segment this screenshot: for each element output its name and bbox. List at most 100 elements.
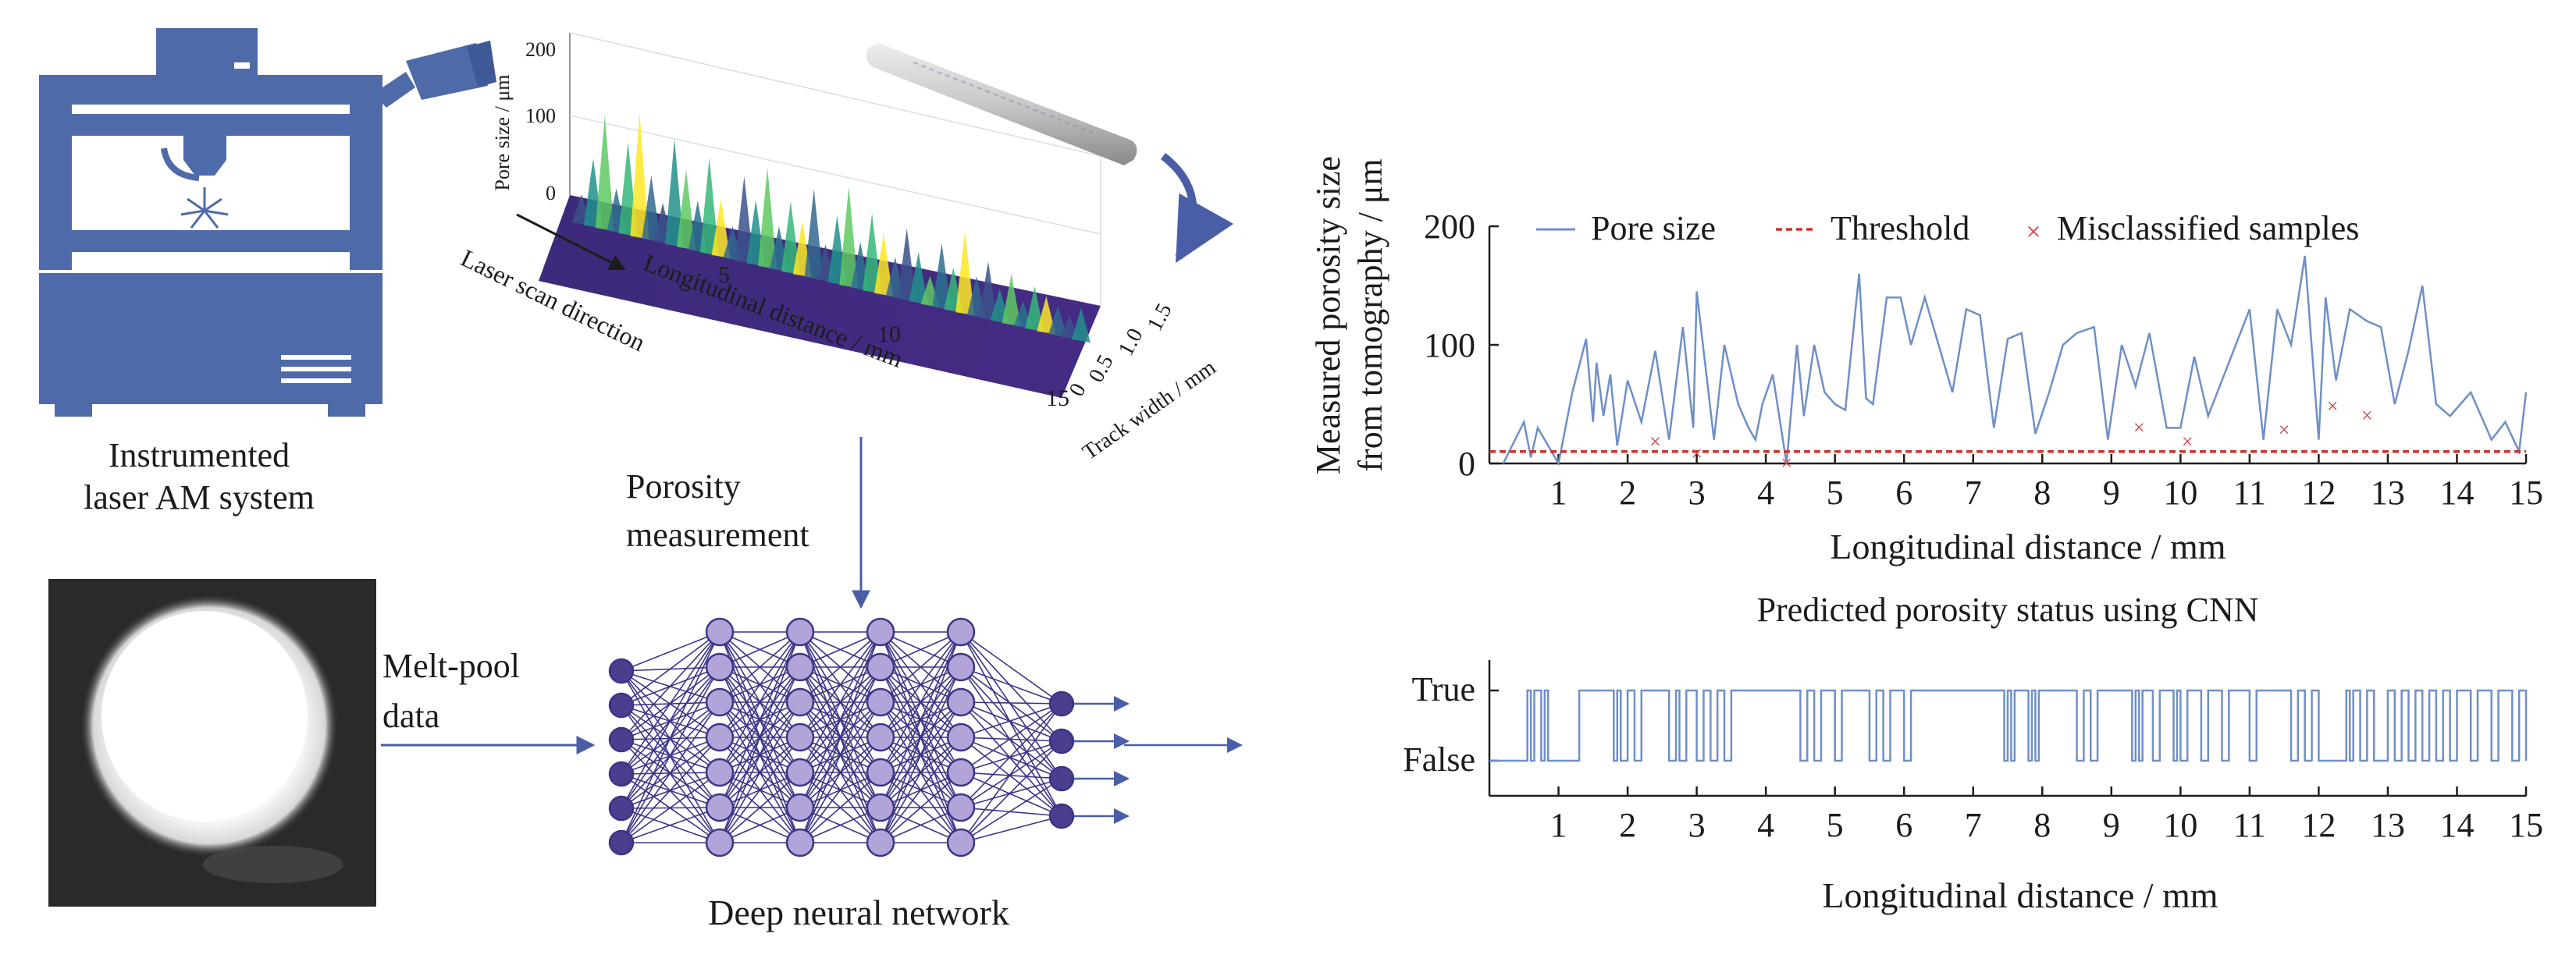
- network-edge: [960, 772, 1062, 817]
- chart2-xtick-label: 6: [1895, 806, 1912, 844]
- network-node: [608, 726, 635, 753]
- network-node: [1048, 803, 1075, 829]
- network-node: [785, 617, 815, 647]
- network-node: [608, 829, 635, 856]
- chart2-xtick-label: 15: [2509, 806, 2543, 844]
- network-edge: [960, 666, 1062, 705]
- network-edge: [621, 631, 720, 740]
- chart2-ytick-label-false: False: [1403, 740, 1475, 779]
- network-edge: [719, 631, 801, 703]
- chart1-xtick-label: 14: [2439, 474, 2474, 512]
- misclassified-point: ×: [2133, 416, 2145, 438]
- chart1-ylabel-line1: Measured porosity size: [1309, 156, 1347, 474]
- network-edge: [880, 631, 962, 808]
- z-tick-200: 200: [525, 38, 556, 61]
- x-tick-10: 10: [877, 321, 901, 347]
- y-tick-1-0: 1.0: [1114, 325, 1148, 360]
- surface-spike: [665, 138, 685, 247]
- surface-spike: [735, 176, 754, 264]
- surface-spike: [1002, 274, 1021, 327]
- predicted-status-chart: Predicted porosity status using CNN True…: [1403, 591, 2543, 915]
- scan-direction-arrow-icon: [516, 213, 626, 271]
- status-series-line: [1489, 689, 2528, 762]
- pore-size-series-line: [1502, 255, 2528, 467]
- network-node: [866, 793, 895, 822]
- z-tick-100: 100: [525, 105, 556, 127]
- network-node: [705, 722, 735, 752]
- network-edge: [719, 701, 801, 843]
- network-node: [946, 828, 976, 857]
- chart2-xtick-label: 4: [1757, 806, 1774, 844]
- network-node: [608, 761, 635, 787]
- network-edge: [960, 666, 1062, 779]
- network-edge: [960, 701, 1062, 817]
- network-node: [608, 795, 635, 822]
- chart1-ytick-label: 100: [1424, 326, 1475, 364]
- network-edge: [719, 631, 801, 773]
- network-edge: [621, 701, 720, 843]
- chart2-xlabel: Longitudinal distance / mm: [1822, 875, 2218, 915]
- network-edge: [880, 701, 962, 843]
- network-node: [946, 687, 976, 717]
- legend-misclassified-label: Misclassified samples: [2057, 209, 2359, 247]
- surface-spike: [711, 198, 731, 258]
- chart1-xtick-label: 6: [1895, 474, 1912, 512]
- chart2-xtick-label: 14: [2439, 806, 2474, 844]
- network-node: [866, 722, 895, 752]
- network-connections: [621, 631, 1062, 843]
- network-node: [1048, 691, 1075, 717]
- network-edge: [621, 772, 720, 843]
- misclassified-point: ×: [2327, 395, 2339, 417]
- chart2-xtick-label: 12: [2301, 806, 2336, 844]
- network-edge: [880, 666, 962, 843]
- z-tick-0: 0: [546, 182, 556, 204]
- z-axis-label: Pore size / μm: [491, 75, 514, 191]
- y-tick-0-5: 0.5: [1084, 351, 1119, 386]
- network-edge: [799, 772, 881, 843]
- network-node: [785, 828, 815, 857]
- misclassified-point: ×: [1781, 452, 1792, 474]
- network-edge: [799, 631, 881, 703]
- network-edge: [799, 631, 881, 808]
- meltpool-label-line1: Melt-pool: [382, 647, 520, 685]
- network-edge: [799, 701, 881, 843]
- chart1-legend: Pore size Threshold × Misclassified samp…: [1536, 209, 2359, 247]
- am-system-label-line1: Instrumented: [109, 436, 290, 474]
- network-node: [866, 652, 895, 682]
- network-edge: [799, 666, 881, 843]
- chart2-title: Predicted porosity status using CNN: [1757, 591, 2259, 629]
- network-edge: [960, 807, 1062, 817]
- x-tick-5: 5: [718, 262, 730, 288]
- network-edge: [621, 631, 720, 672]
- network-edge: [719, 631, 801, 808]
- surface-spike: [781, 201, 800, 275]
- network-edge: [960, 772, 1062, 779]
- surface-spike: [1037, 296, 1056, 335]
- misclassified-point: ×: [2361, 404, 2373, 427]
- chart1-xtick-label: 15: [2509, 474, 2543, 512]
- network-edge: [960, 737, 1062, 742]
- network-node: [705, 617, 735, 647]
- surface-spikes: [572, 112, 1091, 343]
- surface-spike: [804, 189, 824, 280]
- surface-spike: [873, 233, 893, 296]
- chart2-xtick-label: 9: [2103, 806, 2120, 844]
- network-edge: [621, 631, 720, 809]
- network-edge: [621, 807, 720, 843]
- network-edge: [799, 737, 881, 843]
- network-edge: [960, 701, 1062, 705]
- network-node: [866, 758, 895, 787]
- network-edge: [960, 703, 1062, 738]
- porosity-label-line1: Porosity: [626, 467, 741, 506]
- chart1-ylabel-line2: from tomography / μm: [1351, 158, 1389, 471]
- network-edge: [880, 807, 962, 843]
- network-node: [705, 758, 735, 787]
- chart1-xtick-label: 8: [2033, 474, 2051, 512]
- chart2-xtick-label: 5: [1827, 806, 1844, 844]
- network-node: [866, 828, 895, 857]
- chart2-xtick-label: 13: [2371, 806, 2405, 844]
- meltpool-label-line2: data: [382, 697, 439, 735]
- surface-spike: [699, 157, 719, 256]
- surface-spike: [630, 112, 649, 240]
- surface-spike: [642, 175, 661, 242]
